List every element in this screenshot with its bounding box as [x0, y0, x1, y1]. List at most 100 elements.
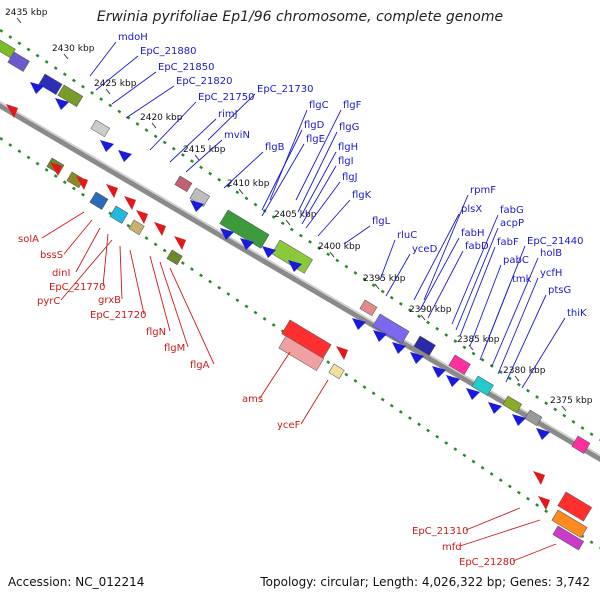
forward-gene-label: fabF — [497, 237, 519, 248]
forward-leader-line — [505, 294, 547, 383]
forward-gene-label: holB — [540, 248, 562, 259]
forward-gene-label: flgH — [338, 142, 358, 153]
gene-block — [166, 249, 183, 266]
forward-gene-block — [372, 313, 410, 344]
tick-mark — [329, 251, 335, 258]
forward-gene-block — [174, 175, 193, 193]
reverse-gene-arrow — [6, 104, 18, 118]
reverse-gene-label: yceF — [277, 420, 301, 431]
reverse-gene-label: solA — [18, 234, 39, 245]
tick-label: 2385 kbp — [457, 335, 500, 345]
forward-gene-block — [524, 409, 543, 427]
forward-leader-line — [491, 257, 539, 367]
reverse-gene-label: grxB — [98, 295, 121, 306]
forward-leader-line — [385, 253, 411, 297]
gc-skew-track-upper — [0, 28, 600, 442]
forward-gene-arrow — [392, 342, 406, 354]
forward-leader-line — [261, 143, 305, 217]
gene-block — [359, 299, 378, 317]
tick-label: 2430 kbp — [52, 44, 95, 54]
forward-gene-arrow — [30, 82, 44, 94]
forward-gene-block — [413, 335, 436, 356]
gene-block — [448, 354, 471, 375]
forward-leader-line — [459, 246, 496, 337]
forward-gene-label: flgK — [352, 190, 372, 201]
tick-label: 2390 kbp — [409, 305, 452, 315]
forward-leader-line — [451, 214, 499, 325]
forward-leader-line — [95, 55, 139, 91]
forward-leader-line — [305, 181, 341, 229]
reverse-gene-arrow — [50, 162, 62, 176]
gene-block — [328, 363, 345, 380]
reverse-gene-label: EpC_21280 — [459, 557, 515, 568]
forward-gene-label: thiK — [567, 308, 587, 319]
reverse-gene-block — [109, 205, 129, 224]
forward-gene-label: flgJ — [342, 172, 358, 183]
reverse-gene-arrow — [106, 184, 118, 198]
forward-leader-line — [497, 277, 539, 375]
gene-block — [551, 509, 588, 539]
forward-gene-block — [359, 299, 378, 317]
reverse-gene-label: ams — [242, 394, 263, 405]
topology-label: Topology: circular; Length: 4,026,322 bp… — [260, 575, 590, 589]
forward-gene-arrow — [512, 414, 526, 426]
reverse-gene-label: EpC_21770 — [49, 282, 105, 293]
reverse-leader-line — [119, 245, 123, 300]
reverse-leader-line — [63, 219, 93, 255]
tick-mark — [105, 88, 111, 95]
forward-gene-label: rimJ — [218, 109, 238, 120]
reverse-gene-block — [557, 491, 593, 522]
gene-block — [219, 209, 270, 249]
tick-label: 2410 kbp — [227, 179, 270, 189]
forward-gene-block — [57, 84, 84, 107]
tick-mark — [285, 219, 291, 226]
map-title: Erwinia pyrifoliae Ep1/96 chromosome, co… — [96, 9, 504, 25]
reverse-gene-block — [551, 509, 588, 539]
forward-gene-arrow — [432, 366, 446, 378]
reverse-gene-label: EpC_21720 — [90, 310, 146, 321]
tick-mark — [514, 375, 520, 382]
reverse-gene-block — [328, 363, 345, 380]
tick-mark — [151, 122, 157, 129]
gene-block — [38, 73, 63, 95]
tick-mark — [238, 188, 244, 195]
gene-block — [278, 335, 325, 372]
forward-leader-line — [269, 109, 308, 201]
reverse-gene-arrow — [336, 346, 348, 360]
forward-leader-line — [223, 151, 264, 189]
tick-mark — [194, 154, 200, 161]
forward-gene-arrow — [488, 402, 502, 414]
reverse-gene-label: pyrC — [37, 296, 60, 307]
forward-gene-label: flgF — [343, 100, 362, 111]
gene-block — [174, 175, 193, 193]
forward-gene-label: fabD — [465, 241, 489, 252]
forward-gene-label: pabC — [503, 255, 529, 266]
reverse-gene-arrow — [76, 176, 88, 190]
gene-block — [413, 335, 436, 356]
reverse-gene-block — [89, 191, 109, 210]
reverse-gene-block — [128, 219, 145, 236]
tick-mark — [468, 344, 474, 351]
reverse-leader-line — [159, 261, 189, 348]
forward-gene-block — [90, 119, 111, 138]
reverse-leader-line — [300, 379, 329, 425]
forward-leader-line — [149, 101, 197, 151]
forward-leader-line — [89, 41, 117, 77]
forward-gene-arrow — [466, 388, 480, 400]
forward-gene-label: EpC_21440 — [527, 236, 583, 247]
forward-gene-arrow — [220, 228, 234, 240]
forward-leader-line — [479, 283, 511, 361]
forward-leader-line — [521, 317, 566, 389]
tick-mark — [16, 17, 22, 24]
forward-leader-line — [343, 225, 371, 245]
forward-gene-arrow — [352, 318, 366, 330]
forward-gene-arrow — [288, 260, 302, 272]
forward-leader-line — [317, 199, 351, 237]
forward-gene-arrow — [446, 375, 460, 387]
reverse-leader-line — [102, 233, 109, 287]
gene-block — [502, 395, 523, 414]
forward-gene-label: yceD — [412, 244, 438, 255]
forward-gene-arrow — [410, 352, 424, 364]
forward-leader-line — [295, 109, 342, 201]
